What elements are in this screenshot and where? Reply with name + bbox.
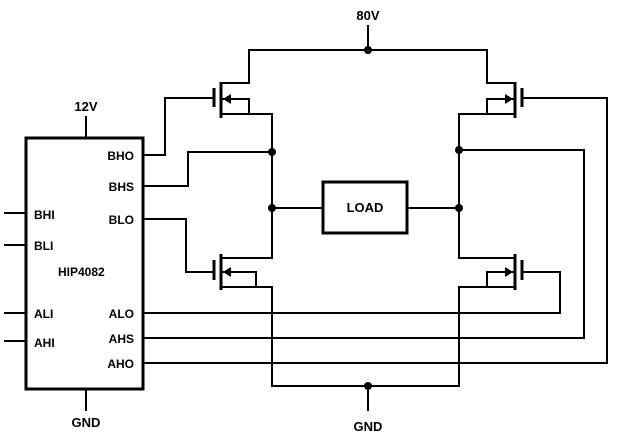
pin-ahi: AHI (34, 336, 55, 350)
pin-bho: BHO (107, 149, 134, 163)
ic-ground-label: GND (72, 415, 101, 430)
pin-bli: BLI (34, 239, 53, 253)
pin-bhi: BHI (34, 208, 55, 222)
mosfet-top-right (142, 49, 608, 364)
pin-ali: ALI (34, 307, 53, 321)
driver-ic: BHI BLI ALI AHI BHO BHS BLO ALO AHS AHO … (4, 116, 145, 411)
pin-bhs: BHS (109, 180, 134, 194)
mosfet-top-left (142, 49, 273, 156)
supply-80v-label: 80V (356, 8, 379, 23)
mosfet-bottom-left (142, 207, 273, 387)
pin-aho: AHO (107, 357, 134, 371)
pin-blo: BLO (109, 213, 134, 227)
mosfet-bottom-right (142, 207, 561, 387)
load-block: LOAD (321, 180, 409, 235)
pin-ahs: AHS (109, 332, 134, 346)
supply-rail-80v (248, 25, 488, 54)
bridge-node-left (142, 148, 324, 212)
pin-alo: ALO (109, 307, 134, 321)
driver-part-label: HIP4082 (58, 265, 105, 279)
ground-rail-bridge (271, 382, 460, 411)
bridge-ground-label: GND (354, 419, 383, 434)
load-label: LOAD (347, 200, 384, 215)
bridge-node-right (142, 146, 585, 339)
supply-12v-label: 12V (74, 99, 97, 114)
